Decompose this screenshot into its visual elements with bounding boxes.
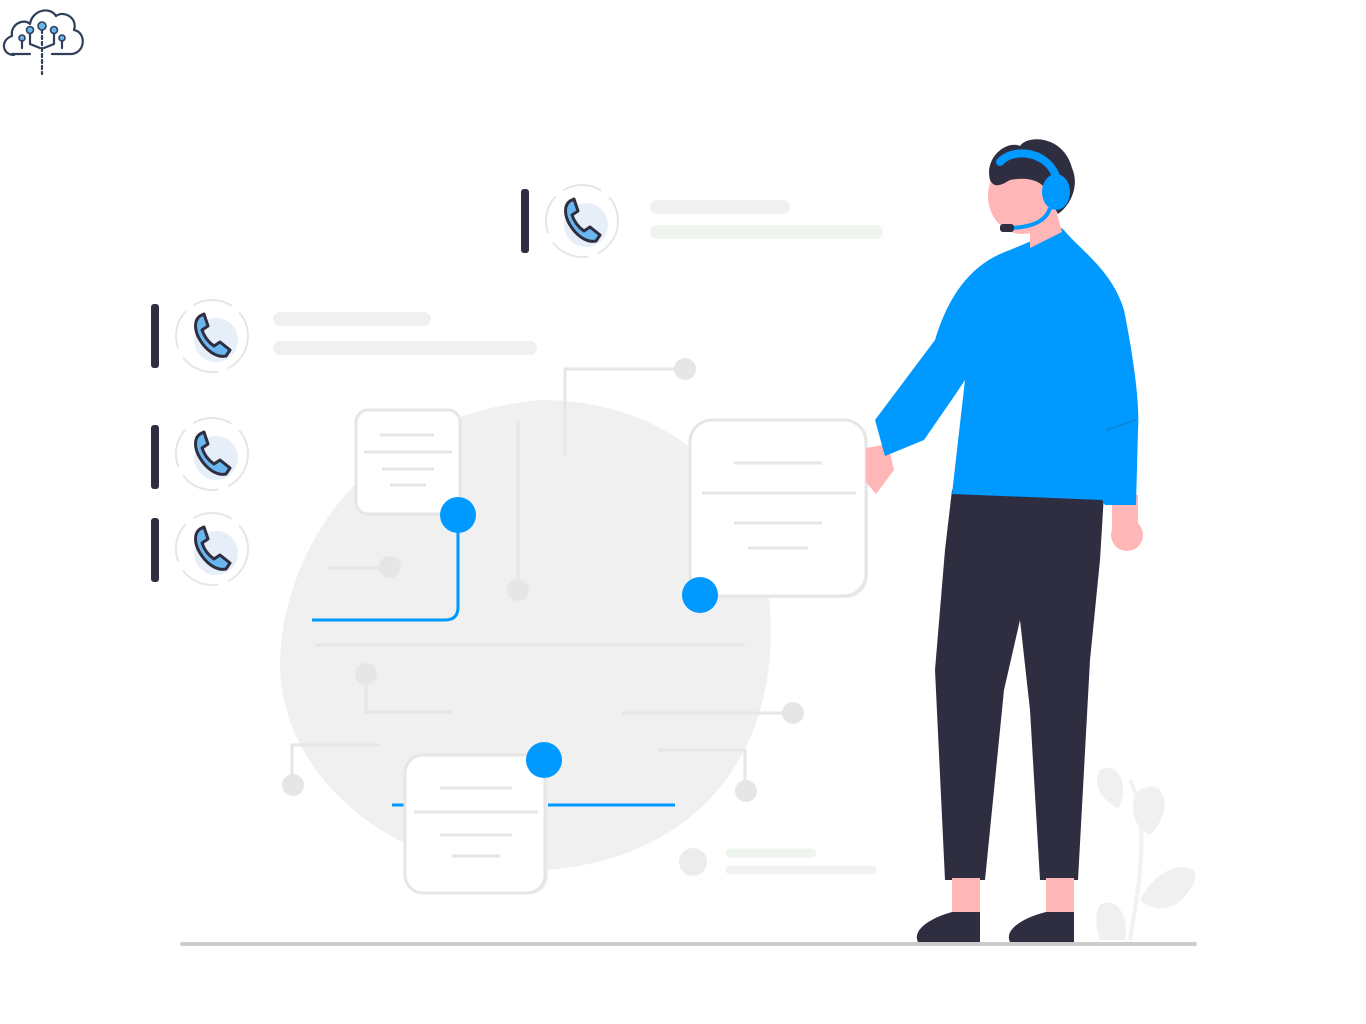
- placeholder-lines-bottom: [725, 848, 877, 875]
- sweater: [875, 228, 1139, 505]
- call-entry-3: [151, 511, 250, 587]
- phone-icon: [174, 416, 250, 492]
- headset-band: [996, 149, 1060, 180]
- call-entry-2: [151, 416, 250, 492]
- background-blob: [280, 400, 771, 871]
- phone-icon: [174, 298, 250, 374]
- right-shoe: [1008, 912, 1074, 942]
- call-entry-top: [521, 183, 883, 259]
- flow-card-large: [688, 418, 868, 598]
- support-agent: [866, 139, 1143, 942]
- flow-card-bottom: [403, 753, 548, 895]
- pants: [935, 490, 1104, 880]
- connector-lines: [290, 367, 792, 790]
- connector-dots: [282, 358, 804, 876]
- logo: [2, 9, 84, 76]
- call-entry-1: [151, 298, 537, 374]
- left-shoe: [916, 912, 980, 942]
- phone-icon: [544, 183, 620, 259]
- flow-nodes: [440, 497, 718, 778]
- phone-icon: [174, 511, 250, 587]
- flow-card-small: [354, 408, 462, 516]
- plant: [1096, 768, 1196, 941]
